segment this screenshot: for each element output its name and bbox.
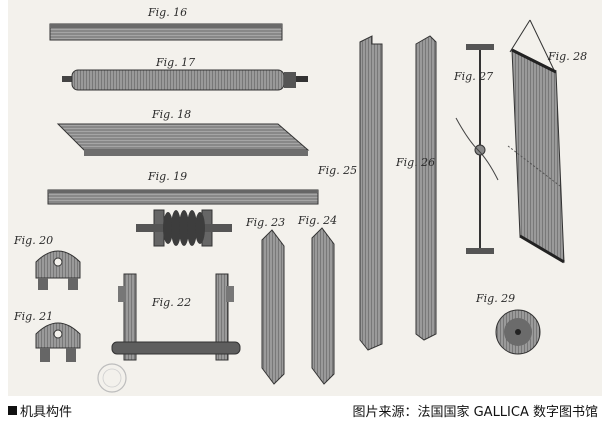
- fig19-beam: [47, 189, 319, 247]
- fig26-label: Fig. 26: [396, 156, 436, 169]
- fig25-label: Fig. 25: [318, 164, 358, 177]
- fig22-label: Fig. 22: [152, 296, 192, 309]
- engraving-illustration: [35, 19, 565, 393]
- fig20-bracket: [35, 250, 81, 290]
- fig21-bracket: [35, 322, 81, 362]
- fig18-board: [56, 123, 310, 156]
- fig29-wheel: [495, 309, 541, 355]
- fig27-rod: [455, 44, 499, 254]
- engraving-plate: Fig. 16 Fig. 17 Fig. 18 Fig. 19 Fig. 20 …: [8, 0, 602, 396]
- fig21-label: Fig. 21: [14, 310, 54, 323]
- fig26-post: [415, 35, 437, 341]
- fig28-label: Fig. 28: [548, 50, 588, 63]
- fig24-label: Fig. 24: [298, 214, 338, 227]
- caption-bar: 机具构件 图片来源：法国国家 GALLICA 数字图书馆: [0, 396, 608, 427]
- fig18-label: Fig. 18: [152, 108, 192, 121]
- fig27-label: Fig. 27: [454, 70, 494, 83]
- figure-caption: 机具构件: [8, 401, 72, 420]
- fig16-label: Fig. 16: [148, 6, 188, 19]
- fig19-label: Fig. 19: [148, 170, 188, 183]
- fig16-bar: [49, 23, 283, 41]
- fig17-roller: [62, 69, 308, 91]
- figure-caption-text: 机具构件: [20, 405, 73, 420]
- caption-square-icon: [8, 406, 17, 415]
- fig24-post: [311, 227, 335, 385]
- fig23-post: [261, 229, 285, 385]
- fig23-label: Fig. 23: [246, 216, 286, 229]
- fig20-label: Fig. 20: [14, 234, 54, 247]
- image-source-credit: 图片来源：法国国家 GALLICA 数字图书馆: [352, 405, 598, 420]
- fig17-label: Fig. 17: [156, 56, 196, 69]
- fig28-frame: [507, 19, 565, 264]
- library-stamp: [97, 363, 127, 393]
- fig25-post: [359, 35, 383, 351]
- fig22-frame: [111, 273, 241, 361]
- fig29-label: Fig. 29: [476, 292, 516, 305]
